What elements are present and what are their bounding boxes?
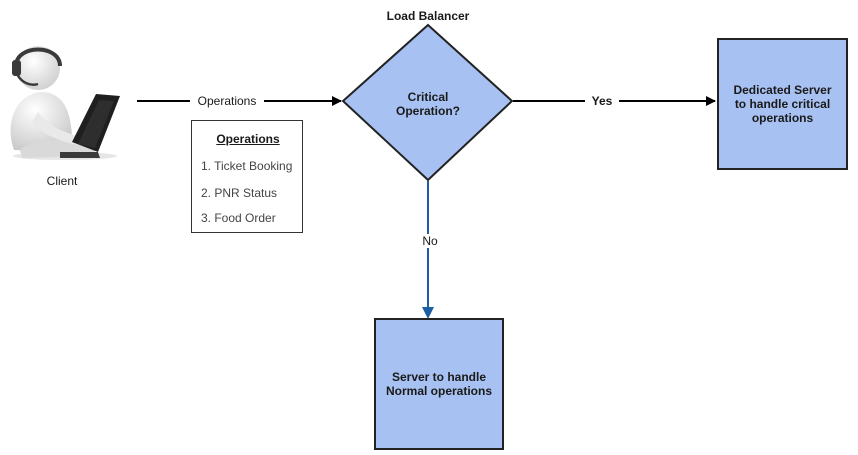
decision-line-1: Critical bbox=[407, 90, 449, 104]
client-person-icon bbox=[10, 46, 120, 160]
edge-label-operations: Operations bbox=[190, 94, 264, 108]
operations-item: 2. PNR Status bbox=[201, 186, 278, 200]
load-balancer-title: Load Balancer bbox=[386, 9, 470, 23]
dedicated-server-line-3: operations bbox=[751, 111, 814, 125]
dedicated-server-box bbox=[717, 38, 848, 170]
edge-label-yes: Yes bbox=[585, 94, 619, 108]
operations-item: 1. Ticket Booking bbox=[201, 159, 293, 173]
normal-server-box bbox=[374, 318, 504, 450]
client-label: Client bbox=[46, 174, 78, 188]
operations-note-title: Operations bbox=[216, 132, 280, 146]
decision-line-2: Operation? bbox=[395, 104, 460, 118]
dedicated-server-line-2: to handle critical bbox=[734, 97, 831, 111]
normal-server-line-2: Normal operations bbox=[385, 384, 493, 398]
decision-diamond bbox=[341, 23, 514, 182]
operations-item: 3. Food Order bbox=[201, 211, 276, 225]
operations-note: Operations 1. Ticket Booking 2. PNR Stat… bbox=[191, 120, 303, 233]
dedicated-server-line-1: Dedicated Server bbox=[733, 83, 832, 97]
normal-server-line-1: Server to handle bbox=[391, 370, 487, 384]
edge-label-no: No bbox=[414, 234, 446, 248]
